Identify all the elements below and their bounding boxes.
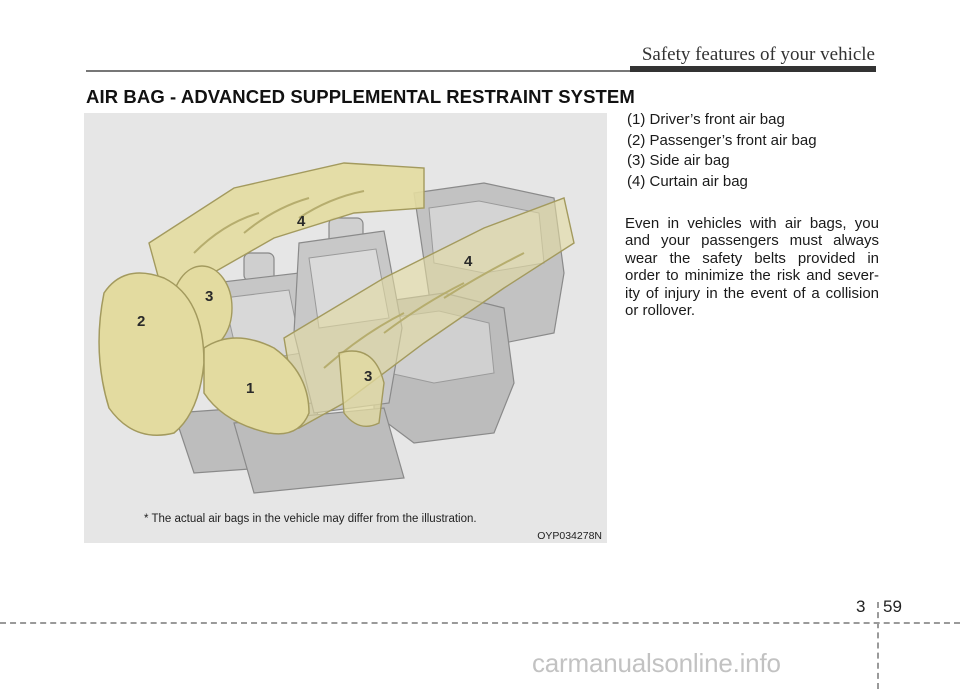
legend-item-side: (3) Side air bag — [627, 152, 730, 169]
callout-4-near: 4 — [464, 253, 473, 270]
figure-note: * The actual air bags in the vehicle may… — [144, 513, 477, 525]
callout-4-far: 4 — [297, 213, 306, 230]
callout-3-rear: 3 — [364, 368, 372, 385]
callout-3-front: 3 — [205, 288, 213, 305]
watermark: carmanualsonline.info — [532, 648, 781, 678]
figure-code: OYP034278N — [537, 530, 602, 542]
section-title: Safety features of your vehicle — [641, 44, 875, 65]
side-airbag-rear — [338, 350, 385, 427]
legend-item-passenger-front: (2) Passenger’s front air bag — [627, 131, 817, 149]
page-number: 59 — [883, 597, 902, 616]
driver-front-airbag — [203, 337, 310, 435]
legend-item-driver-front: (1) Driver’s front air bag — [627, 111, 785, 128]
callout-2: 2 — [137, 313, 145, 330]
header-bar — [630, 66, 876, 72]
legend-item-curtain: (4) Curtain air bag — [627, 172, 748, 190]
page-heading: AIR BAG - ADVANCED SUPPLEMENTAL RESTRAIN… — [86, 86, 635, 107]
footer-vertical-divider — [877, 602, 879, 689]
passenger-front-airbag — [98, 272, 205, 436]
footer-divider — [0, 622, 960, 624]
airbag-illustration: 1 2 3 3 4 4 * The actual air bags in the… — [84, 113, 607, 543]
header-rule — [86, 70, 876, 72]
chapter-number: 3 — [856, 597, 866, 616]
airbag-legend: (1) Driver’s front air bag (2) Passenger… — [627, 110, 817, 192]
airbag-diagram: 1 2 3 3 4 4 — [98, 162, 575, 494]
body-paragraph: Even in vehicles with air bags, you and … — [625, 215, 879, 320]
callout-1: 1 — [246, 380, 254, 397]
